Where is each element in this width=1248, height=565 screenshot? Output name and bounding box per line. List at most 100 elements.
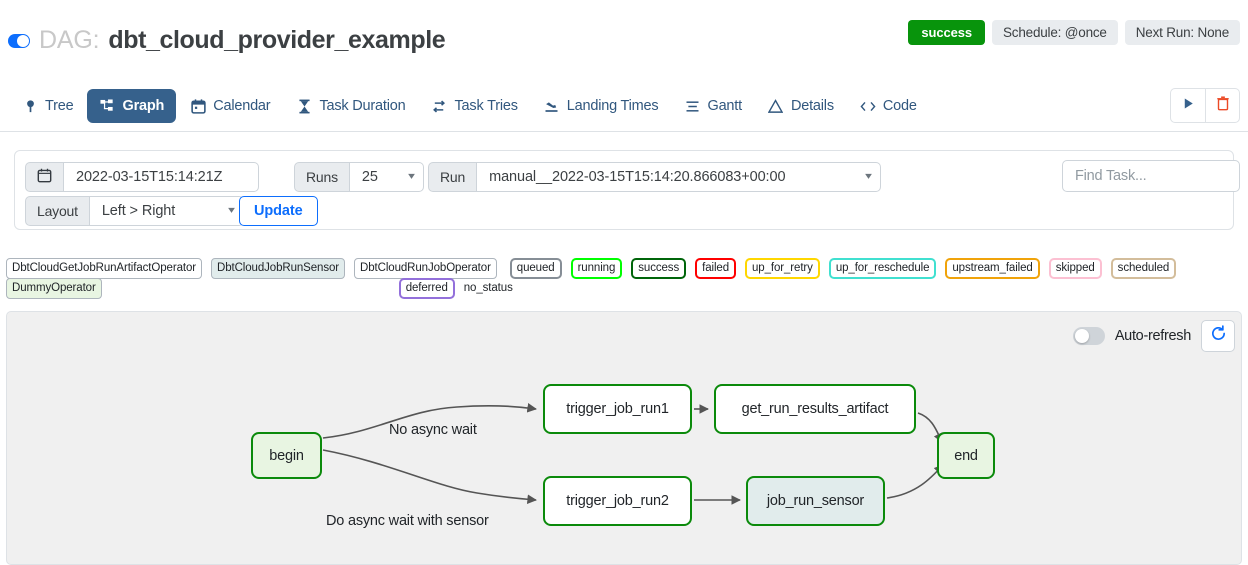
code-icon xyxy=(860,98,876,114)
run-group: Run manual__2022-03-15T15:14:20.866083+0… xyxy=(428,162,882,192)
graph-controls: Auto-refresh xyxy=(1072,320,1235,352)
operator-chip[interactable]: DbtCloudRunJobOperator xyxy=(354,258,497,279)
status-chip-no-status[interactable]: no_status xyxy=(463,282,513,295)
status-chip-upstream-failed[interactable]: upstream_failed xyxy=(945,258,1040,279)
status-chip-skipped[interactable]: skipped xyxy=(1048,258,1102,279)
delete-dag-button[interactable] xyxy=(1205,88,1240,123)
task-node-get-run-results-artifact[interactable]: get_run_results_artifact xyxy=(714,384,916,434)
find-task-input[interactable]: Find Task... xyxy=(1062,160,1240,192)
schedule-badge[interactable]: Schedule: @once xyxy=(991,20,1118,45)
dag-view-tabbar: Tree Graph Calendar Task Duration xyxy=(0,80,1248,132)
layout-select[interactable]: Left > Right ▾ xyxy=(89,196,244,226)
warning-icon xyxy=(768,98,784,114)
status-chip-queued[interactable]: queued xyxy=(509,258,562,279)
trigger-dag-button[interactable] xyxy=(1170,88,1205,123)
dag-action-buttons xyxy=(1170,88,1240,123)
runs-label: Runs xyxy=(294,162,350,192)
calendar-icon xyxy=(37,168,52,186)
edge-begin-to-trigger2 xyxy=(322,449,537,504)
legend-row-2: DummyOperator deferred no_status xyxy=(6,278,515,299)
page-title: DAG: dbt_cloud_provider_example xyxy=(8,26,446,55)
status-chip-up-for-reschedule[interactable]: up_for_reschedule xyxy=(828,258,937,279)
tab-label: Task Duration xyxy=(319,98,406,114)
status-chip-deferred[interactable]: deferred xyxy=(398,278,455,299)
dag-view-tabs: Tree Graph Calendar Task Duration xyxy=(10,80,929,132)
update-button[interactable]: Update xyxy=(239,196,318,226)
dag-run-select[interactable]: manual__2022-03-15T15:14:20.866083+00:00… xyxy=(477,162,882,192)
tab-label: Landing Times xyxy=(566,98,659,114)
tab-label: Calendar xyxy=(213,98,271,114)
header-badges: success Schedule: @once Next Run: None xyxy=(908,20,1240,45)
refresh-button[interactable] xyxy=(1201,320,1235,352)
auto-refresh-toggle[interactable] xyxy=(1072,327,1105,345)
tab-gantt[interactable]: Gantt xyxy=(672,89,753,123)
task-node-end[interactable]: end xyxy=(937,432,995,479)
edge-sensor-to-end xyxy=(886,464,944,499)
refresh-icon xyxy=(1210,325,1227,347)
run-label: Run xyxy=(428,162,478,192)
dag-run-toolbar: 2022-03-15T15:14:21Z Runs 25 ▾ Run manua… xyxy=(14,150,1234,230)
status-chip-up-for-retry[interactable]: up_for_retry xyxy=(745,258,820,279)
tab-code[interactable]: Code xyxy=(848,89,929,123)
execution-date-input[interactable]: 2022-03-15T15:14:21Z xyxy=(64,162,259,192)
tab-task-duration[interactable]: Task Duration xyxy=(284,89,417,123)
calendar-button[interactable] xyxy=(25,162,64,192)
retry-icon xyxy=(432,98,448,114)
chevron-down-icon: ▾ xyxy=(228,205,235,216)
tab-landing-times[interactable]: Landing Times xyxy=(532,89,671,123)
auto-refresh-label: Auto-refresh xyxy=(1114,328,1191,344)
operator-chip[interactable]: DbtCloudGetJobRunArtifactOperator xyxy=(6,258,202,279)
tab-label: Graph xyxy=(122,98,165,114)
page-header: DAG: dbt_cloud_provider_example success … xyxy=(0,0,1248,72)
tab-task-tries[interactable]: Task Tries xyxy=(420,89,530,123)
tab-graph[interactable]: Graph xyxy=(87,89,177,123)
chevron-down-icon: ▾ xyxy=(865,171,872,182)
play-icon xyxy=(1182,97,1195,115)
layout-label: Layout xyxy=(25,196,90,226)
tab-label: Tree xyxy=(45,98,74,114)
layout-group: Layout Left > Right ▾ xyxy=(25,196,244,226)
tab-details[interactable]: Details xyxy=(756,89,846,123)
task-node-begin[interactable]: begin xyxy=(251,432,322,479)
graph-edges xyxy=(322,403,944,505)
execution-date-group: 2022-03-15T15:14:21Z xyxy=(25,162,259,192)
edge-label-do-async-wait: Do async wait with sensor xyxy=(326,513,489,529)
num-runs-select[interactable]: 25 ▾ xyxy=(349,162,424,192)
trash-icon xyxy=(1216,95,1230,116)
status-chip-running[interactable]: running xyxy=(570,258,623,279)
operator-chip[interactable]: DbtCloudJobRunSensor xyxy=(211,258,346,279)
dag-prefix-label: DAG: xyxy=(39,26,100,54)
tab-tree[interactable]: Tree xyxy=(10,89,85,123)
runs-group: Runs 25 ▾ xyxy=(294,162,424,192)
legend-row-1: DbtCloudGetJobRunArtifactOperator DbtClo… xyxy=(6,258,1177,279)
tab-label: Details xyxy=(790,98,834,114)
edge-label-no-async-wait: No async wait xyxy=(389,422,477,438)
task-node-trigger-job-run2[interactable]: trigger_job_run2 xyxy=(543,476,692,526)
tab-calendar[interactable]: Calendar xyxy=(178,89,282,123)
tree-icon xyxy=(22,98,38,114)
status-badge: success xyxy=(908,20,985,45)
landing-icon xyxy=(544,98,560,114)
next-run-badge: Next Run: None xyxy=(1124,20,1240,45)
task-node-trigger-job-run1[interactable]: trigger_job_run1 xyxy=(543,384,692,434)
operator-legend-group: DbtCloudGetJobRunArtifactOperator DbtClo… xyxy=(6,258,497,279)
edge-begin-to-trigger1 xyxy=(322,403,537,439)
chevron-down-icon: ▾ xyxy=(408,171,415,182)
hourglass-icon xyxy=(296,98,312,114)
status-chip-failed[interactable]: failed xyxy=(695,258,736,279)
num-runs-value: 25 xyxy=(361,169,378,185)
dag-name-label: dbt_cloud_provider_example xyxy=(108,26,446,54)
status-chip-success[interactable]: success xyxy=(631,258,687,279)
operator-chip[interactable]: DummyOperator xyxy=(6,278,102,299)
tab-label: Task Tries xyxy=(454,98,518,114)
dag-paused-toggle[interactable] xyxy=(8,33,30,48)
graph-icon xyxy=(99,98,115,114)
status-legend-group: queued running success failed up_for_ret… xyxy=(509,258,1177,279)
task-node-job-run-sensor[interactable]: job_run_sensor xyxy=(746,476,885,526)
calendar-icon xyxy=(190,98,206,114)
status-chip-scheduled[interactable]: scheduled xyxy=(1110,258,1177,279)
dag-graph-canvas[interactable]: Auto-refresh xyxy=(6,311,1242,565)
layout-value: Left > Right xyxy=(101,203,176,219)
dag-run-value: manual__2022-03-15T15:14:20.866083+00:00 xyxy=(489,169,786,185)
